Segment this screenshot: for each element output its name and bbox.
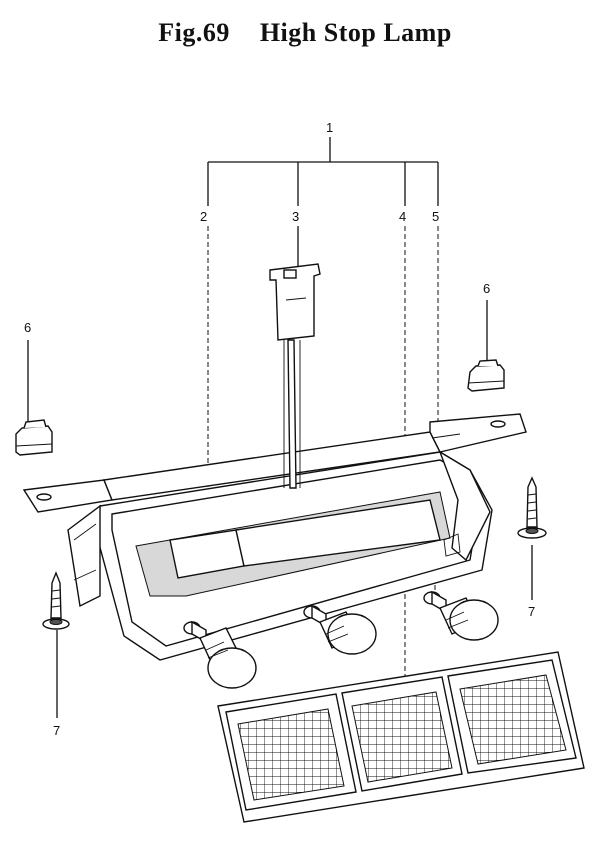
callout-7-right: 7 <box>528 604 535 619</box>
callout-5: 5 <box>432 209 439 224</box>
lamp-housing-part-2 <box>22 413 527 661</box>
lens-part-4 <box>217 651 585 823</box>
callout-3: 3 <box>292 209 299 224</box>
figure-caption: High Stop Lamp <box>259 18 452 47</box>
callout-6-left: 6 <box>24 320 31 335</box>
callout-1: 1 <box>326 120 333 135</box>
clip-part-6-right <box>467 359 505 392</box>
clip-part-6-left <box>15 419 53 456</box>
bulb-center <box>303 604 377 655</box>
figure-title: Fig.69 High Stop Lamp <box>0 18 610 48</box>
screw-part-7-left <box>42 571 70 630</box>
callout-4: 4 <box>399 209 406 224</box>
callout-2: 2 <box>200 209 207 224</box>
callout-6-right: 6 <box>483 281 490 296</box>
harness-connector-part-3 <box>269 263 321 489</box>
bulb-left <box>183 620 257 689</box>
callout-7-left: 7 <box>53 723 60 738</box>
bulb-right <box>423 590 499 641</box>
callout-labels: 1 2 3 4 5 6 6 7 7 <box>24 120 535 738</box>
screw-part-7-right <box>517 476 547 539</box>
figure-number: Fig.69 <box>158 18 230 47</box>
